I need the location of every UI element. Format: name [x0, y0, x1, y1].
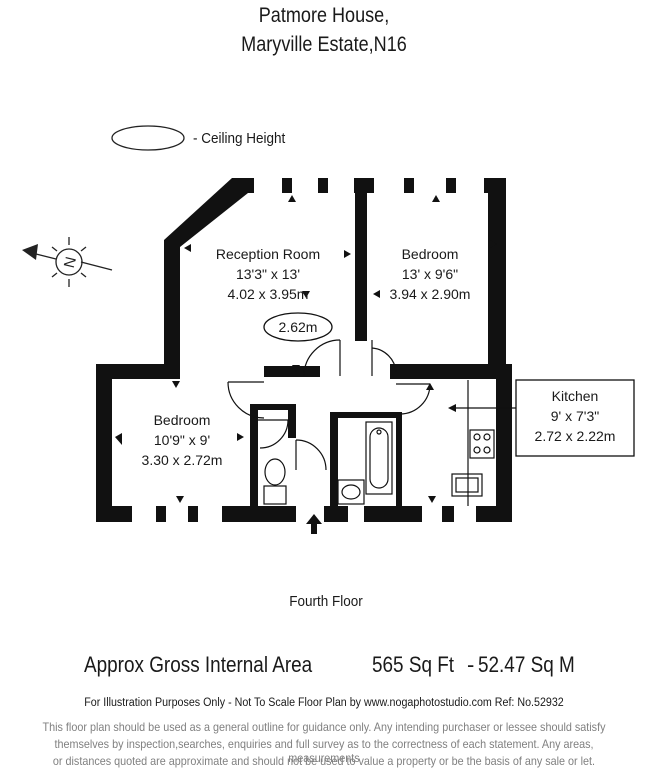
bedroom-left-name: Bedroom: [153, 412, 211, 428]
bedroom-top-label: Bedroom 13' x 9'6" 3.94 x 2.90m: [370, 244, 490, 304]
bedroom-top-name: Bedroom: [401, 246, 459, 262]
kitchen-metric: 2.72 x 2.22m: [534, 428, 616, 444]
ceiling-height-legend-icon: [111, 125, 185, 151]
entrance-arrow-icon: [306, 514, 322, 534]
compass-north-letter: N: [61, 255, 80, 270]
title-line-2: Maryville Estate,N16: [241, 33, 407, 56]
disclaimer-line-1: This floor plan should be used as a gene…: [42, 720, 606, 734]
reception-room-metric: 4.02 x 3.95m: [227, 286, 309, 302]
reception-room-label: Reception Room 13'3" x 13' 4.02 x 3.95m: [190, 244, 346, 304]
bedroom-top-metric: 3.94 x 2.90m: [389, 286, 471, 302]
floor-plan: [96, 178, 635, 534]
disclaimer-line-2: themselves by inspection,searches, enqui…: [54, 737, 594, 765]
ceiling-height-legend-label: - Ceiling Height: [193, 130, 286, 147]
title-line-1: Patmore House,: [258, 4, 390, 27]
disclaimer-line-3: or distances quoted are approximate and …: [52, 754, 596, 768]
kitchen-name: Kitchen: [551, 388, 599, 404]
illustration-note: For Illustration Purposes Only - Not To …: [84, 697, 564, 709]
kitchen-label: Kitchen 9' x 7'3" 2.72 x 2.22m: [516, 386, 634, 446]
gross-area-sqm: 52.47 Sq M: [478, 652, 575, 677]
reception-room-name: Reception Room: [215, 246, 321, 262]
bedroom-left-metric: 3.30 x 2.72m: [141, 452, 223, 468]
bedroom-left-label: Bedroom 10'9" x 9' 3.30 x 2.72m: [116, 410, 248, 470]
gross-area-label: Approx Gross Internal Area: [84, 652, 313, 677]
floor-label: Fourth Floor: [289, 593, 363, 610]
compass-icon: N: [22, 237, 113, 287]
kitchen-imperial: 9' x 7'3": [550, 408, 600, 424]
bedroom-left-imperial: 10'9" x 9': [153, 432, 211, 448]
bedroom-top-imperial: 13' x 9'6": [401, 266, 459, 282]
ceiling-height-value: 2.62m: [278, 319, 318, 335]
gross-area-separator: -: [467, 652, 475, 677]
reception-room-imperial: 13'3" x 13': [235, 266, 301, 282]
gross-area-sqft: 565 Sq Ft: [372, 652, 455, 677]
